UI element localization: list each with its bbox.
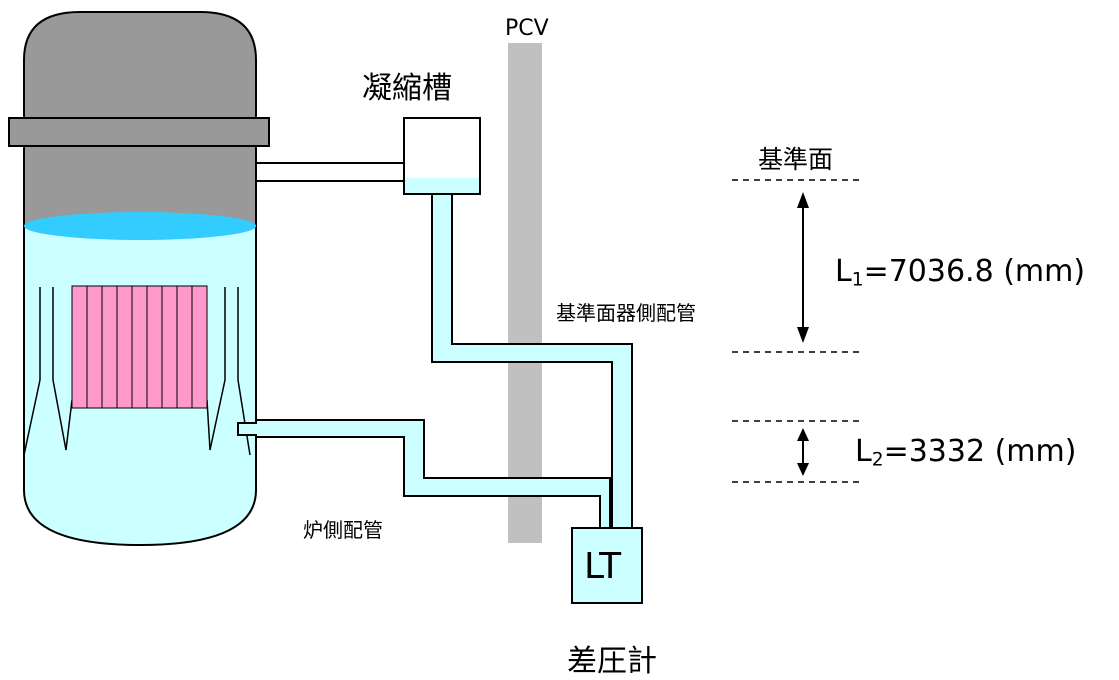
dp-gauge-label: 差圧計 [567, 644, 657, 679]
reactor-side-pipe [237, 419, 611, 529]
condensation-tank-label: 凝縮槽 [362, 71, 452, 106]
l1-letter: L [835, 254, 852, 289]
reference-lines [732, 179, 862, 483]
l2-value: =3332 (mm) [883, 434, 1077, 469]
steam-line [256, 162, 405, 182]
water-surface [24, 212, 256, 240]
fuel-assembly [71, 285, 208, 409]
l2-arrow [797, 428, 809, 476]
l2-subscript: 2 [871, 449, 884, 471]
l1-arrow [797, 192, 809, 343]
reference-plane-label: 基準面 [758, 145, 834, 174]
l1-subscript: 1 [851, 269, 864, 291]
l2-letter: L [855, 434, 872, 469]
l1-value: =7036.8 (mm) [863, 254, 1086, 289]
condensation-tank [403, 117, 481, 195]
pcv-label: PCV [505, 16, 549, 41]
lt-transmitter [571, 527, 643, 604]
reactor-side-piping-label: 炉側配管 [303, 518, 383, 542]
lt-label: LT [584, 546, 622, 587]
core-shroud [23, 287, 251, 456]
l1-label: L1=7036.8 (mm) [835, 254, 1085, 291]
reference-side-piping-label: 基準面器側配管 [556, 301, 696, 325]
reactor-vessel [8, 11, 270, 547]
vessel-flange [8, 117, 270, 147]
pcv-wall [508, 43, 542, 543]
l2-label: L2=3332 (mm) [855, 434, 1076, 471]
